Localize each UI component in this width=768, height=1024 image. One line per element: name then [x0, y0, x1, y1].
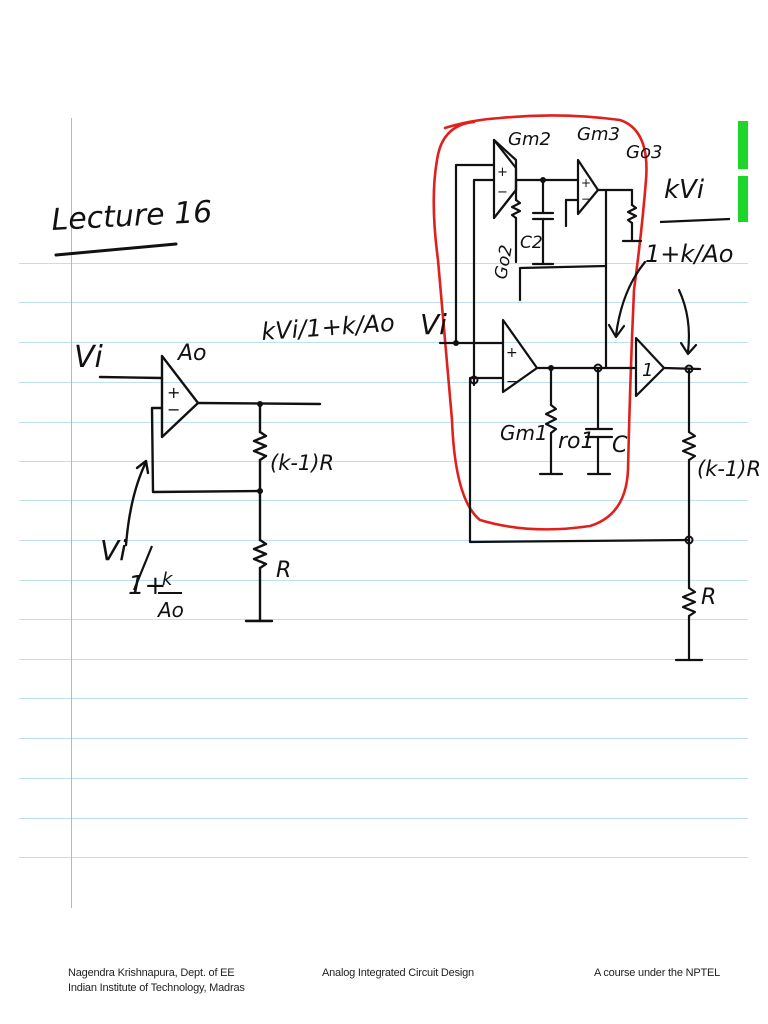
right-gm1-out-node [548, 365, 554, 371]
ruled-line [19, 461, 748, 462]
left-node-expr-k: k [162, 569, 174, 590]
right-feedback-tap-node [469, 375, 479, 385]
page-marker-bottom [738, 176, 748, 222]
c2-label: C2 [520, 233, 543, 253]
right-input-node [453, 340, 459, 346]
ruled-line [19, 263, 748, 264]
page-marker-top [738, 121, 748, 169]
highlight-loop [432, 114, 648, 531]
ruled-line [19, 500, 748, 501]
ruled-line [19, 342, 748, 343]
ruled-line [19, 422, 748, 423]
left-node-expr-numerator: Vi [100, 534, 127, 567]
left-ground-resistor-label: R [276, 558, 291, 583]
left-plus-sign: + [167, 383, 180, 402]
right-circuit [438, 138, 704, 662]
right-gm3-minus: − [581, 192, 591, 206]
gm2-label: Gm2 [508, 129, 551, 150]
left-output-expr: kVi/1+k/Ao [260, 309, 395, 346]
left-gain-label: Ao [176, 341, 207, 366]
go3-label: Go3 [626, 142, 662, 163]
left-minus-sign: − [167, 400, 180, 419]
left-feedback-resistor-label: (k-1)R [270, 451, 334, 475]
left-circuit [98, 354, 322, 623]
ruled-line [19, 659, 748, 660]
footer-program: A course under the NPTEL [594, 967, 721, 979]
left-input-label: Vi [74, 340, 104, 375]
right-gm2-minus: − [497, 185, 508, 200]
right-gm2-plus: + [497, 165, 508, 180]
gm1-label: Gm1 [500, 421, 548, 445]
left-node-expr-slash [132, 545, 154, 591]
ruled-line [19, 619, 748, 620]
footer-course: Analog Integrated Circuit Design [322, 967, 474, 979]
right-ground-resistor-label: R [701, 585, 716, 610]
ruled-line [19, 818, 748, 819]
ruled-line [19, 540, 748, 541]
ruled-line [19, 302, 748, 303]
right-cap-node [593, 363, 603, 373]
ruled-line [19, 698, 748, 699]
footer-author-line2: Indian Institute of Technology, Madras [68, 982, 245, 994]
right-output-expr-numerator: kVi [664, 175, 705, 205]
ro1-label: ro1 [558, 429, 595, 454]
gm3-label: Gm3 [577, 124, 620, 145]
left-mid-node [257, 488, 263, 494]
go2-label: Go2 [491, 244, 517, 281]
buffer-gain-label: 1 [642, 360, 653, 381]
ruled-line [19, 580, 748, 581]
c-label: C [612, 433, 628, 458]
ruled-line [19, 382, 748, 383]
left-output-node [257, 401, 263, 407]
footer-author-line1: Nagendra Krishnapura, Dept. of EE [68, 967, 235, 979]
right-output-fraction-bar [659, 217, 731, 224]
left-node-expr-denominator: 1+ [128, 571, 166, 601]
ruled-line [19, 857, 748, 858]
right-output-expr-denominator: 1+k/Ao [645, 240, 733, 268]
right-gm1-plus: + [506, 345, 518, 361]
right-feedback-resistor-label: (k-1)R [697, 457, 761, 481]
ruled-line [19, 738, 748, 739]
right-output-node [684, 364, 694, 374]
ruled-line [19, 778, 748, 779]
lecture-title: Lecture 16 [51, 195, 214, 238]
right-feedback-node [684, 535, 694, 545]
right-gm3-plus: + [581, 176, 591, 190]
title-underline [54, 242, 178, 257]
right-gm1-minus: − [506, 374, 518, 390]
right-input-label: Vi [420, 308, 447, 341]
left-node-expr-ao: Ao [156, 598, 184, 622]
right-gm2-node [540, 177, 546, 183]
footer-author: Nagendra Krishnapura, Dept. of EE Indian… [68, 966, 245, 996]
margin-line [71, 118, 72, 908]
